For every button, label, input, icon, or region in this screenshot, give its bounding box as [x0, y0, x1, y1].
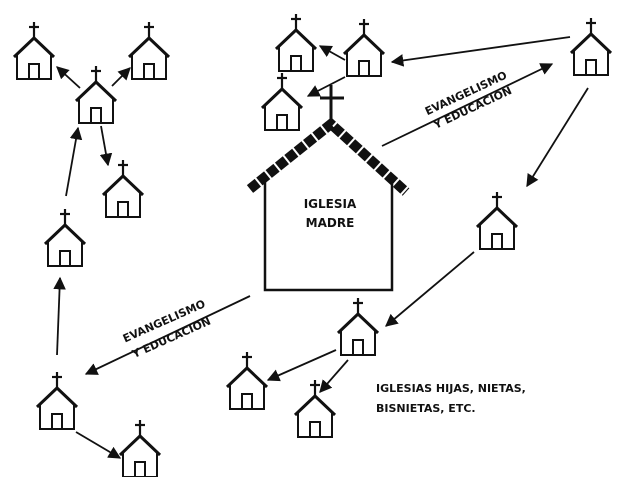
church-icon [475, 190, 519, 251]
church-icon [336, 296, 380, 357]
arrow-lower-hub-to-church-b [319, 359, 349, 393]
arrow-left-hub-to-church-c [99, 125, 113, 167]
arrow-middle-to-left-hub [65, 126, 83, 197]
arrow-bottom-to-middle [53, 276, 66, 356]
connection-arrows [53, 36, 589, 459]
arrow-top-hub-to-church-b [306, 76, 346, 97]
church-icon [342, 17, 386, 78]
church-icon [293, 378, 337, 439]
arrow-right-top-to-right-mid [526, 87, 589, 188]
arrow-top-hub-to-church-a [318, 45, 346, 61]
church-icon [43, 207, 87, 268]
church-icon [74, 64, 118, 125]
lower-evangelism-label: EVANGELISMO Y EDUCACION [121, 297, 213, 361]
church-icon [12, 20, 56, 81]
church-icon [260, 71, 304, 132]
church-icon [35, 370, 79, 431]
mother-church-label-line2: MADRE [306, 216, 355, 230]
church-icon [274, 12, 318, 73]
church-icon [118, 418, 162, 477]
arrow-left-hub-to-church-b [111, 67, 131, 87]
arrow-bottom-to-far-bottom [75, 431, 122, 459]
mother-church-walls [263, 180, 394, 292]
arrow-mother-to-bottom-left [84, 295, 251, 375]
upper-evangelism-label: EVANGELISMO Y EDUCACION [423, 69, 514, 132]
mother-church-label-line1: IGLESIA [304, 197, 357, 211]
arrow-right-top-to-top-hub [390, 36, 571, 67]
arrow-mother-to-right-top [381, 63, 554, 147]
church-icon [127, 20, 171, 81]
church-icon [101, 158, 145, 219]
daughters-caption-line1: IGLESIAS HIJAS, NIETAS, [376, 382, 526, 395]
arrow-right-mid-to-lower-hub [385, 251, 475, 327]
mother-church: IGLESIA MADRE [246, 85, 410, 292]
arrow-lower-hub-to-church-a [266, 349, 337, 382]
daughters-caption-line2: BISNIETAS, ETC. [376, 402, 476, 415]
mother-church-roof [246, 117, 410, 196]
church-icon [225, 350, 269, 411]
arrow-left-hub-to-church-a [56, 66, 81, 89]
church-icon [569, 16, 613, 77]
